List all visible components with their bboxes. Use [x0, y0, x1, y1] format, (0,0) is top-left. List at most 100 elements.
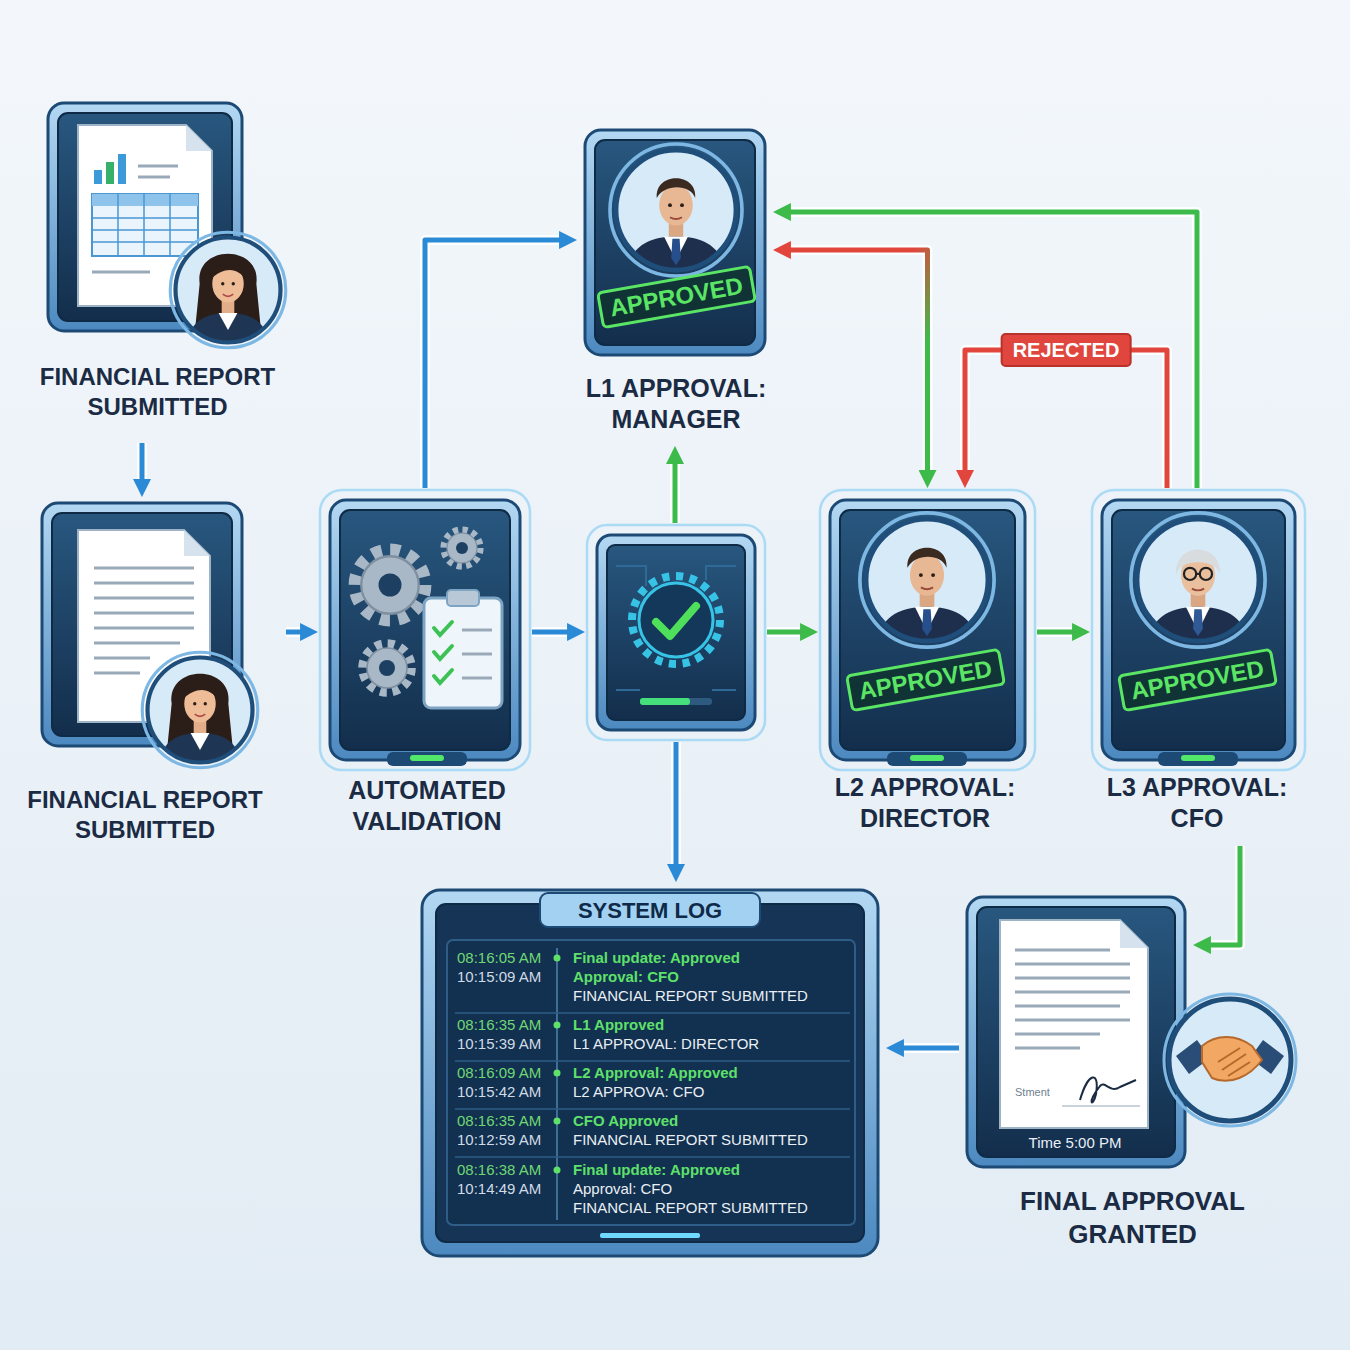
flow-arrow	[286, 630, 308, 635]
text-slot: Approval: CFO	[573, 1179, 868, 1199]
node-label: FINANCIAL REPORT SUBMITTED	[20, 362, 295, 422]
check-device	[640, 698, 690, 705]
flow-arrow	[532, 630, 575, 635]
clipboard-icon	[462, 630, 492, 678]
check-node	[597, 535, 755, 730]
connector-glow	[767, 627, 808, 637]
check-device	[639, 583, 713, 657]
text-slot: 08:16:38 AM	[457, 1160, 557, 1180]
handshake-icon	[1164, 994, 1296, 1126]
text-slot: 08:16:09 AM	[457, 1063, 557, 1083]
connector-glow	[425, 240, 567, 488]
approval-node: APPROVED L1 APPROVAL: MANAGER	[560, 128, 792, 440]
log-panel	[600, 1233, 700, 1238]
text-slot: L1 Approved	[573, 1015, 868, 1035]
check-device	[587, 525, 765, 740]
connector-glow	[671, 742, 681, 872]
log-time: 10:15:09 AM	[457, 967, 557, 987]
approval-stamp: APPROVED	[845, 648, 1006, 712]
connector-glow	[286, 627, 308, 637]
log-time: 08:16:05 AM	[457, 948, 557, 968]
log-entry: L1 Approved	[573, 1015, 868, 1035]
spreadsheet-icon	[138, 165, 178, 168]
approval-card	[830, 500, 1025, 760]
log-time: 08:16:09 AM	[457, 1063, 557, 1083]
handshake-icon	[1202, 1037, 1262, 1081]
flow-arrow	[425, 240, 567, 488]
text-slot: 10:12:59 AM	[457, 1130, 557, 1150]
log-time: 10:14:49 AM	[457, 1179, 557, 1199]
log-entry: FINANCIAL REPORT SUBMITTED	[573, 986, 868, 1006]
clipboard-icon	[424, 598, 502, 708]
check-device	[597, 535, 755, 730]
text-slot: 08:16:35 AM	[457, 1111, 557, 1131]
connector-glow	[783, 250, 928, 478]
log-entry: L2 Approval: Approved	[573, 1063, 868, 1083]
gear-icon	[363, 644, 411, 692]
text-slot: FINANCIAL REPORT SUBMITTED	[20, 362, 295, 422]
text-slot: FINANCIAL REPORT SUBMITTED	[573, 986, 868, 1006]
text-slot: Stment	[1015, 1085, 1085, 1099]
text-slot: Final update: Approved	[573, 1160, 868, 1180]
log-time: 08:16:35 AM	[457, 1111, 557, 1131]
approval-node: APPROVEDL3 APPROVAL: CFO	[1085, 495, 1309, 840]
validation-node: AUTOMATED VALIDATION	[327, 495, 527, 843]
text-slot: 08:16:05 AM	[457, 948, 557, 968]
signed-document	[1000, 920, 1148, 1128]
clipboard-icon	[424, 590, 502, 708]
log-entry: L2 APPROVA: CFO	[573, 1082, 868, 1102]
report-node: FINANCIAL REPORT SUBMITTED	[10, 500, 280, 852]
time-stamp: Time 5:00 PM	[985, 1133, 1165, 1153]
approval-stamp: APPROVED	[596, 265, 757, 329]
flow-arrow	[674, 742, 679, 872]
manager-avatar	[610, 144, 742, 277]
connector-glow	[965, 350, 1167, 488]
signed-document	[1000, 920, 1148, 1128]
approval-card	[840, 510, 1015, 750]
node-label: L3 APPROVAL: CFO	[1085, 772, 1309, 835]
edge-label: REJECTED	[1001, 333, 1132, 367]
text-slot: SYSTEM LOG	[422, 898, 878, 924]
connector-glow	[137, 443, 147, 487]
log-entry: L1 APPROVAL: DIRECTOR	[573, 1034, 868, 1054]
text-slot: FINAL APPROVAL GRANTED	[965, 1185, 1300, 1250]
log-panel	[554, 1167, 561, 1174]
spreadsheet-icon	[106, 162, 114, 184]
text-slot: L1 APPROVAL: MANAGER	[560, 373, 792, 436]
document-text: Stment	[1015, 1085, 1085, 1099]
approval-card	[585, 130, 765, 355]
node-label: L2 APPROVAL: DIRECTOR	[813, 772, 1037, 835]
director-avatar	[860, 513, 994, 648]
approval-card	[1092, 490, 1305, 770]
validation-device	[320, 490, 530, 770]
text-slot: FINANCIAL REPORT SUBMITTED	[573, 1130, 868, 1150]
text-slot: 10:15:09 AM	[457, 967, 557, 987]
node-label: FINAL APPROVAL GRANTED	[965, 1185, 1300, 1250]
log-panel: SYSTEM LOG 08:16:05 AM10:15:09 AM Final up…	[422, 890, 878, 1256]
spreadsheet-icon	[92, 194, 198, 256]
final-card	[967, 897, 1185, 1167]
spreadsheet-icon	[94, 170, 102, 184]
flow-arrow	[1037, 630, 1080, 635]
connectors	[142, 212, 1240, 1048]
check-device	[632, 576, 720, 664]
cfo-avatar	[1131, 513, 1265, 648]
signed-document	[1120, 920, 1148, 948]
text-slot: Time 5:00 PM	[985, 1133, 1165, 1153]
approval-card	[585, 130, 765, 355]
text-slot: 10:15:39 AM	[457, 1034, 557, 1054]
node-label: AUTOMATED VALIDATION	[327, 775, 527, 838]
flow-arrow	[783, 250, 928, 478]
handshake-icon	[1169, 999, 1291, 1121]
flow-arrow	[673, 456, 678, 523]
report-node: FINANCIAL REPORT SUBMITTED	[20, 100, 295, 435]
flow-arrow	[767, 630, 808, 635]
final-node: StmentTime 5:00 PM FINAL APPROVAL GRANTED	[965, 897, 1300, 1255]
log-panel	[422, 890, 878, 1256]
log-entry: Final update: Approved	[573, 948, 868, 968]
approval-card	[910, 755, 944, 761]
text-slot: APPROVED	[576, 278, 776, 316]
